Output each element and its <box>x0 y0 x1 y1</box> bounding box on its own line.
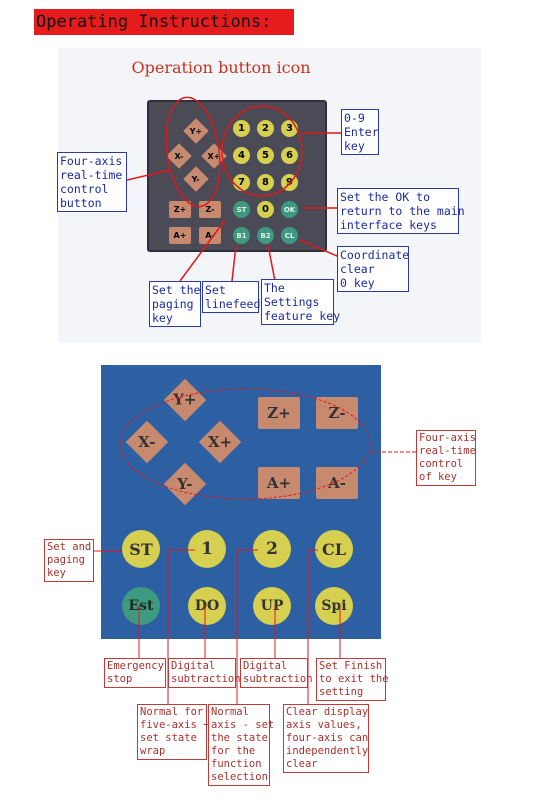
label-normal-axis: Normal axis - set the state for the func… <box>208 704 274 786</box>
key-2[interactable]: 2 <box>253 530 291 568</box>
key-est[interactable]: Est <box>122 587 160 625</box>
label-coordinate-clear: Coordinate clear 0 key <box>337 246 409 292</box>
label-settings: The Settings feature key <box>261 279 340 325</box>
keypad-1: Y+ X- X+ Y- 1 2 3 4 5 6 7 8 9 Z+ Z- ST 0… <box>147 100 327 252</box>
key-st[interactable]: ST <box>233 201 250 218</box>
key-b1[interactable]: B1 <box>233 227 250 244</box>
key-b2[interactable]: B2 <box>257 227 274 244</box>
key-do[interactable]: DO <box>188 587 226 625</box>
label-digits-enter: 0-9 Enter key <box>341 109 379 155</box>
key-a-minus[interactable]: A- <box>316 467 358 499</box>
key-z-plus[interactable]: Z+ <box>169 201 191 218</box>
key-2[interactable]: 2 <box>257 120 274 137</box>
label-digital-subtraction-2: Digital subtraction <box>240 658 313 688</box>
label-digital-subtraction-1: Digital subtraction <box>168 658 241 688</box>
key-0[interactable]: 0 <box>257 201 274 218</box>
key-cl[interactable]: CL <box>281 227 298 244</box>
key-a-plus[interactable]: A+ <box>169 227 191 244</box>
label-clear-display: Clear display axis values, four-axis can… <box>283 704 369 773</box>
label-paging: Set the paging key <box>149 281 201 327</box>
label-linefeed: Set linefeed <box>202 281 260 313</box>
label-four-axis-button: Four-axis real-time control button <box>57 152 127 212</box>
key-4[interactable]: 4 <box>233 147 250 164</box>
label-set-finish: Set Finish to exit the setting <box>316 658 389 701</box>
label-ok-key: Set the OK to return to the main interfa… <box>337 188 465 234</box>
section-subtitle: Operation button icon <box>131 58 311 77</box>
label-set-paging: Set and paging key <box>44 539 94 582</box>
key-up[interactable]: UP <box>253 587 291 625</box>
key-5[interactable]: 5 <box>257 147 274 164</box>
key-6[interactable]: 6 <box>281 147 298 164</box>
label-four-axis-key: Four-axis real-time control of key <box>416 430 476 486</box>
key-z-minus[interactable]: Z- <box>316 397 358 429</box>
label-emergency-stop: Emergency stop <box>104 658 166 688</box>
label-five-axis: Normal for five-axis + set state wrap <box>137 704 210 760</box>
key-st[interactable]: ST <box>122 530 160 568</box>
key-8[interactable]: 8 <box>257 174 274 191</box>
key-ok[interactable]: OK <box>281 201 298 218</box>
keypad-2: Y+ X- X+ Y- Z+ Z- A+ A- ST 1 2 CL Est DO… <box>101 365 381 639</box>
key-a-plus[interactable]: A+ <box>258 467 300 499</box>
key-z-plus[interactable]: Z+ <box>258 397 300 429</box>
key-a-minus[interactable]: A- <box>199 227 221 244</box>
page-title: Operating Instructions: <box>34 9 294 35</box>
key-cl[interactable]: CL <box>315 530 353 568</box>
key-1[interactable]: 1 <box>188 530 226 568</box>
key-1[interactable]: 1 <box>233 120 250 137</box>
